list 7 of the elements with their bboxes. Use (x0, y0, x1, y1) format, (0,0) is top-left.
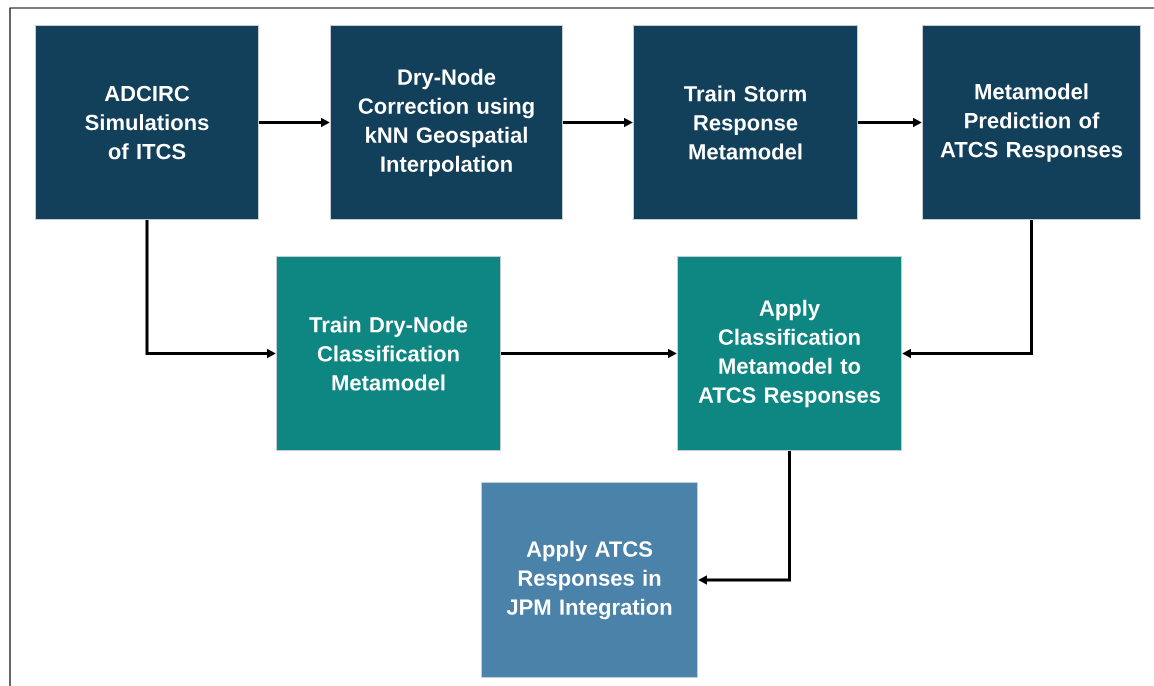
process-box: Metamodel Prediction of ATCS Responses (922, 25, 1141, 220)
process-box: Apply Classification Metamodel to ATCS Responses (677, 256, 902, 451)
process-box: Dry-Node Correction using kNN Geospatial Interpolation (330, 25, 563, 220)
process-box: ADCIRC Simulations of ITCS (35, 25, 259, 220)
process-box: Train Dry-Node Classification Metamodel (276, 256, 501, 451)
process-box: Apply ATCS Responses in JPM Integration (481, 482, 698, 678)
process-box: Train Storm Response Metamodel (633, 25, 858, 220)
